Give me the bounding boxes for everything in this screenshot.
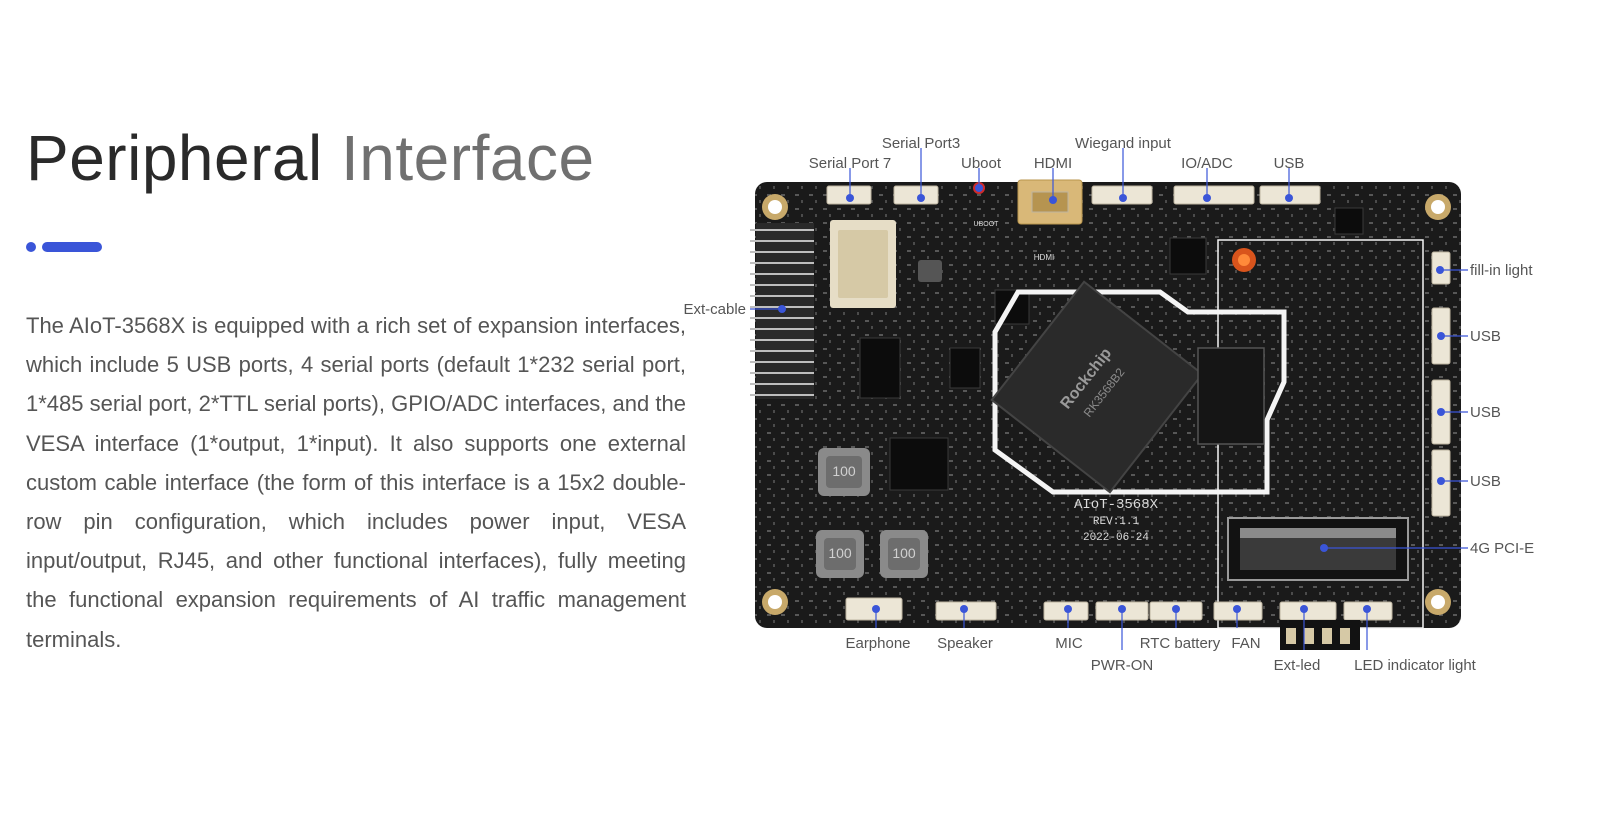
inductor-value-2: 100 <box>828 545 852 561</box>
label-speaker: Speaker <box>937 635 993 652</box>
label-wiegand-input: Wiegand input <box>1075 135 1172 152</box>
soc-chip: Rockchip RK3568B2 <box>990 280 1204 494</box>
callout-labels: Serial Port3 Wiegand input Serial Port 7… <box>683 135 1534 674</box>
label-led-indicator-light: LED indicator light <box>1354 657 1477 674</box>
label-serial-port-7: Serial Port 7 <box>809 155 892 172</box>
label-usb-top: USB <box>1274 155 1305 172</box>
label-serial-port3: Serial Port3 <box>882 135 960 152</box>
callout-dots <box>778 184 1445 613</box>
inductor-value-3: 100 <box>892 545 916 561</box>
label-fan: FAN <box>1231 635 1260 652</box>
ext-led-pins <box>1280 620 1360 650</box>
uboot-silk: UBOOT <box>974 221 1000 228</box>
title-word-peripheral: Peripheral <box>26 122 323 194</box>
board-model-silk: AIoT-3568X <box>1074 497 1159 513</box>
description-paragraph: The AIoT-3568X is equipped with a rich s… <box>26 313 686 652</box>
accent-bar <box>42 242 102 252</box>
label-uboot: Uboot <box>961 155 1002 172</box>
label-pwr-on: PWR-ON <box>1091 657 1154 674</box>
board-diagram: 100 100 100 Rockch <box>680 120 1560 700</box>
soc-outline <box>992 289 1287 495</box>
board-date-silk: 2022-06-24 <box>1083 532 1149 544</box>
label-mic: MIC <box>1055 635 1083 652</box>
board-diagram-svg: 100 100 100 Rockch <box>683 135 1534 674</box>
title-word-interface: Interface <box>341 122 595 194</box>
pcie-slot <box>1227 517 1409 581</box>
label-earphone: Earphone <box>845 635 910 652</box>
label-io-adc: IO/ADC <box>1181 155 1233 172</box>
intro-section: Peripheral Interface The AIoT-3568X is e… <box>26 118 686 681</box>
title-accent-divider <box>26 240 686 254</box>
label-usb-right-3: USB <box>1470 473 1501 490</box>
label-usb-right-1: USB <box>1470 328 1501 345</box>
label-fill-in-light: fill-in light <box>1470 262 1533 279</box>
hdmi-silk: HDMI <box>1034 253 1054 262</box>
label-ext-led: Ext-led <box>1274 657 1321 674</box>
label-usb-right-2: USB <box>1470 404 1501 421</box>
inductor-value-1: 100 <box>832 463 856 479</box>
board-rev-silk: REV:1.1 <box>1093 516 1140 528</box>
label-4g-pcie: 4G PCI-E <box>1470 540 1534 557</box>
inductors: 100 100 100 <box>816 260 942 578</box>
page-title: Peripheral Interface <box>26 118 686 198</box>
memory-chip <box>1197 347 1265 445</box>
accent-dot <box>26 242 36 252</box>
label-hdmi: HDMI <box>1034 155 1072 172</box>
label-ext-cable: Ext-cable <box>683 301 746 318</box>
label-rtc-battery: RTC battery <box>1140 635 1221 652</box>
